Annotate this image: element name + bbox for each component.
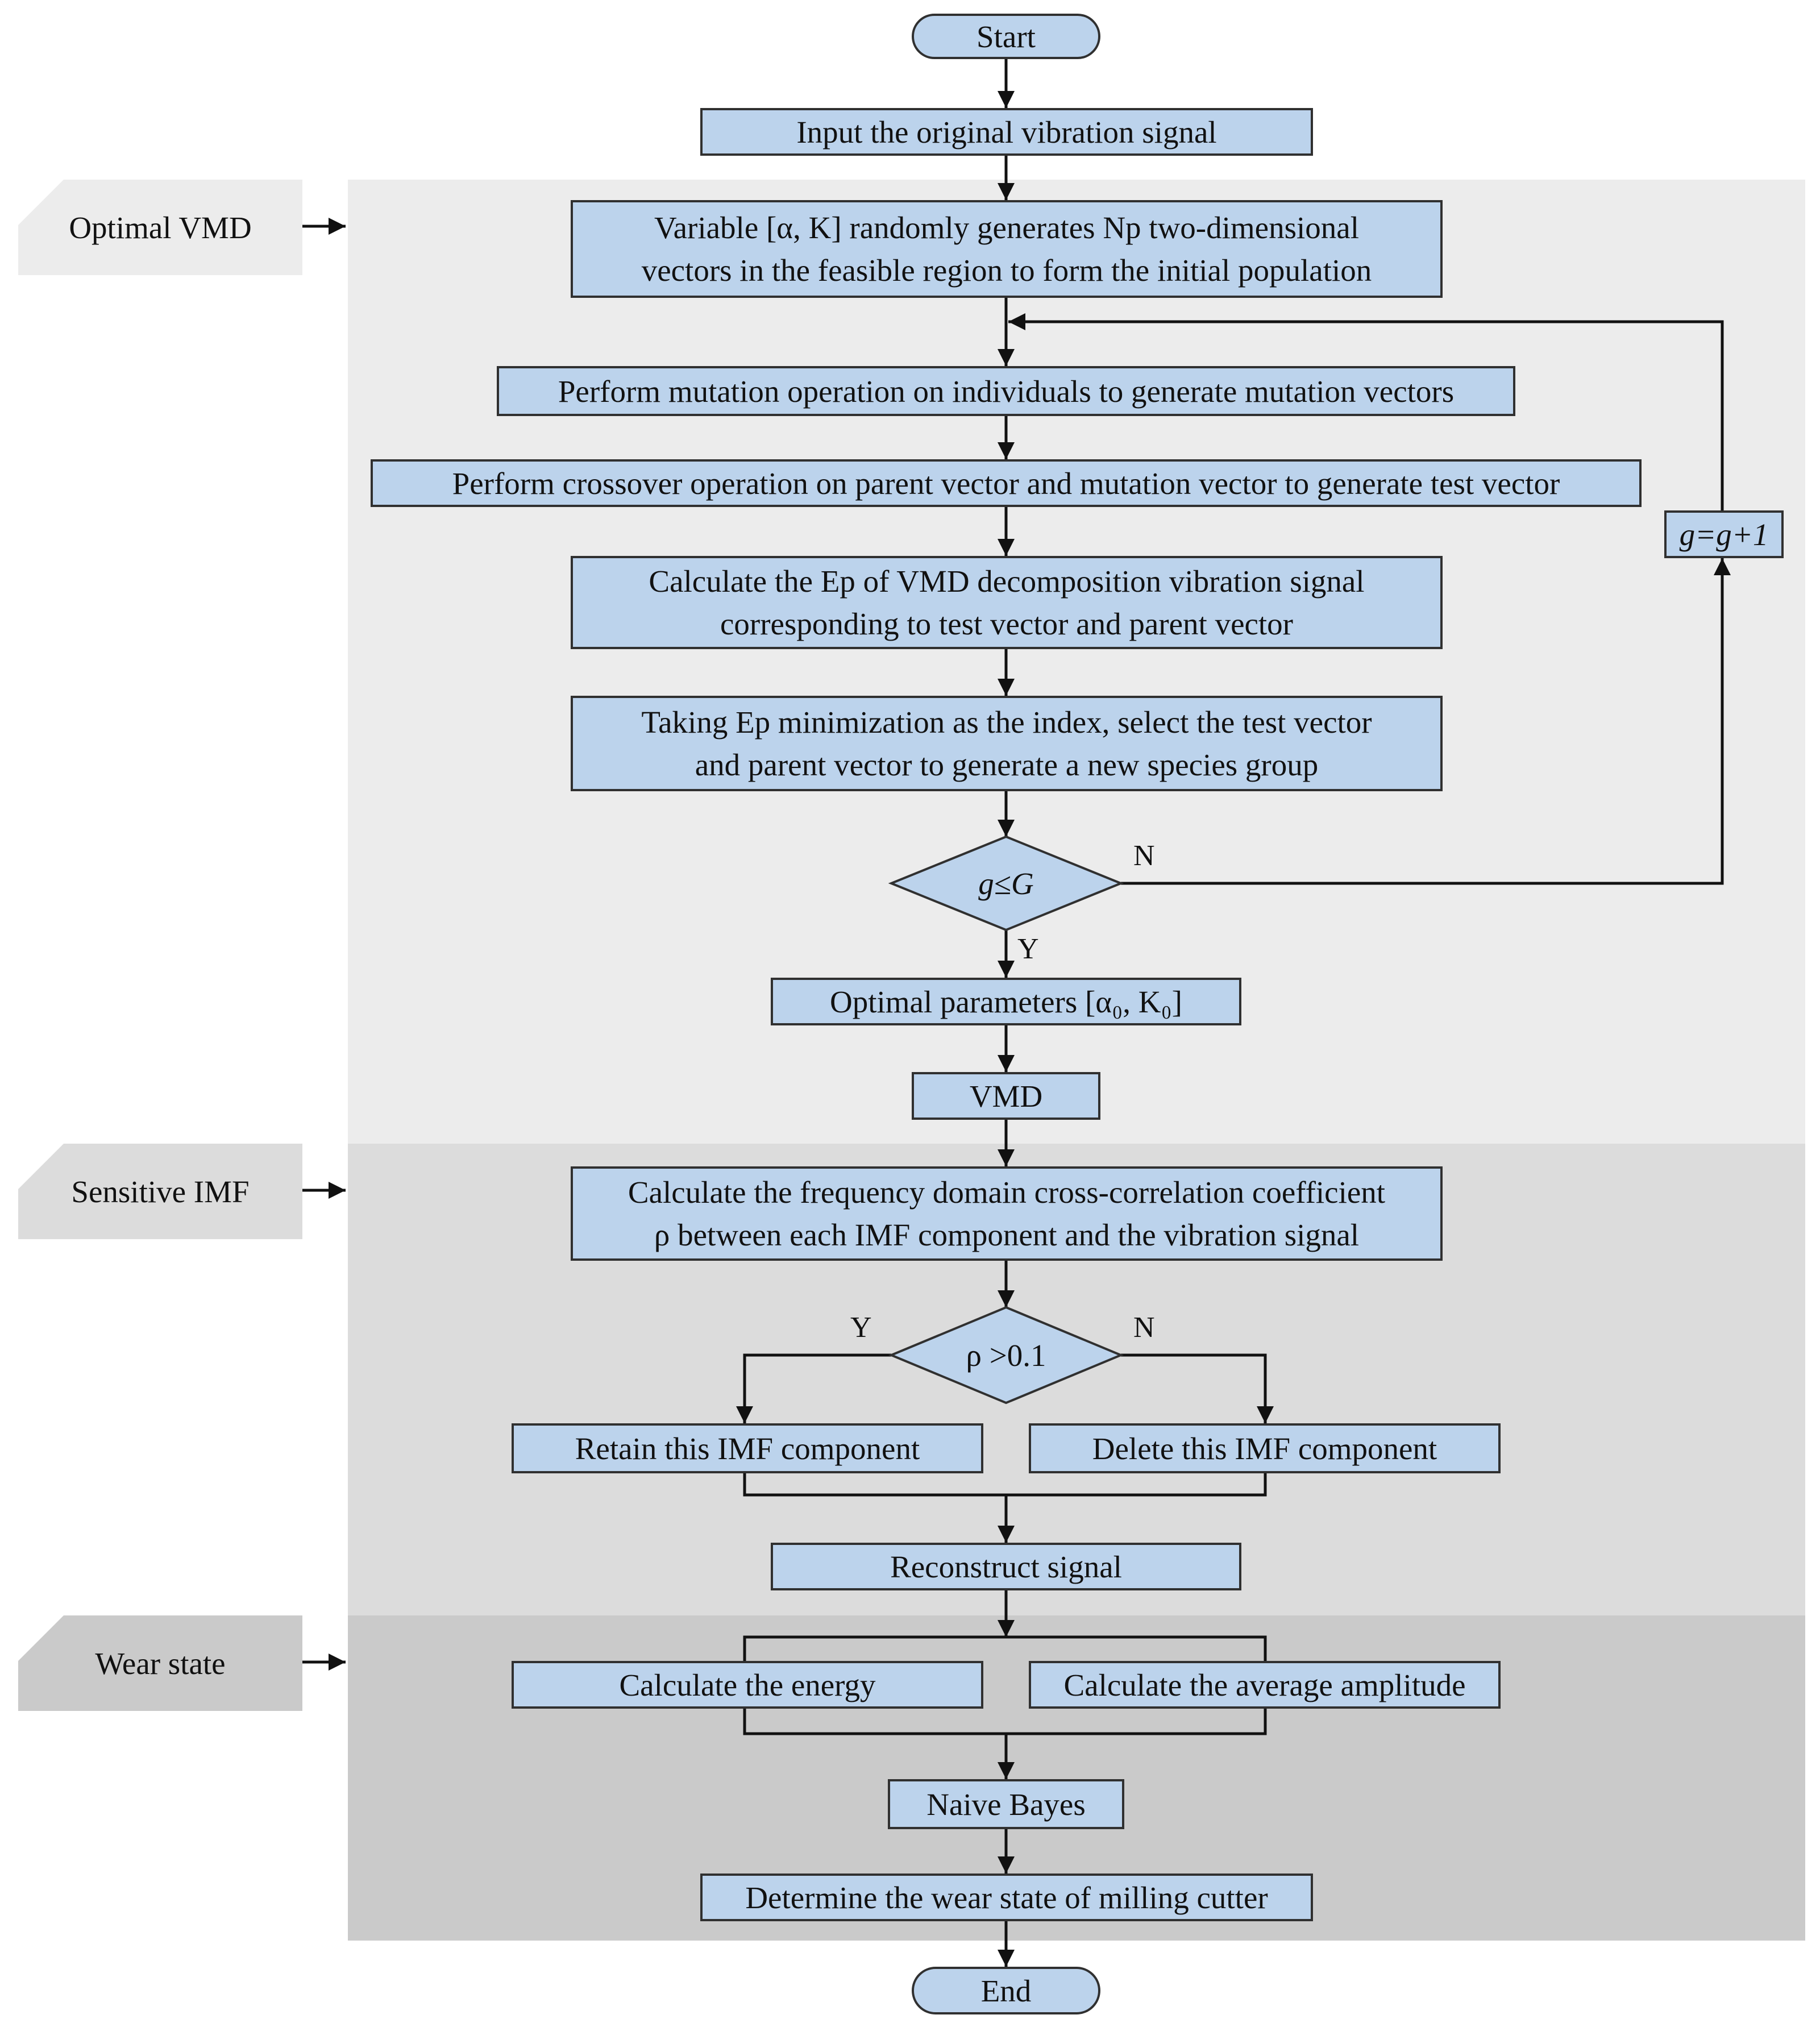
delete-imf-label: Delete this IMF component — [1092, 1431, 1437, 1466]
end-terminal: End — [912, 1967, 1100, 2014]
calc-amplitude-label: Calculate the average amplitude — [1063, 1667, 1466, 1702]
select-group-box: Taking Ep minimization as the index, sel… — [571, 696, 1443, 791]
section-tab-sensitive-imf: Sensitive IMF — [18, 1144, 302, 1239]
section-label: Optimal VMD — [69, 210, 252, 245]
crossover-box: Perform crossover operation on parent ve… — [371, 459, 1642, 507]
retain-imf-box: Retain this IMF component — [512, 1423, 983, 1473]
section-tab-wear-state: Wear state — [18, 1615, 302, 1711]
select-group-line-2: and parent vector to generate a new spec… — [695, 747, 1319, 782]
end-label: End — [980, 1973, 1032, 2008]
section-label: Wear state — [95, 1646, 226, 1681]
g-yes-label: Y — [1017, 933, 1039, 965]
optimal-params-label: Optimal parameters [α₀, K₀] — [829, 984, 1182, 1019]
crossover-label: Perform crossover operation on parent ve… — [452, 466, 1560, 501]
rho-yes-label: Y — [850, 1311, 872, 1344]
vmd-label: VMD — [969, 1078, 1043, 1114]
naive-bayes-box: Naive Bayes — [888, 1779, 1124, 1829]
decision-g-label: g≤G — [978, 866, 1034, 901]
g-no-label: N — [1133, 840, 1155, 872]
increment-g-box: g=g+1 — [1664, 510, 1784, 558]
increment-g-label: g=g+1 — [1679, 517, 1769, 552]
init-population-line-2: vectors in the feasible region to form t… — [641, 253, 1372, 288]
vmd-box: VMD — [912, 1072, 1100, 1120]
decision-rho-shape — [888, 1306, 1124, 1405]
determine-wear-box: Determine the wear state of milling cutt… — [700, 1874, 1313, 1921]
reconstruct-label: Reconstruct signal — [890, 1549, 1122, 1584]
naive-bayes-label: Naive Bayes — [926, 1787, 1086, 1822]
select-group-line-1: Taking Ep minimization as the index, sel… — [641, 705, 1372, 740]
delete-imf-box: Delete this IMF component — [1029, 1423, 1501, 1473]
calc-ep-box: Calculate the Ep of VMD decomposition vi… — [571, 556, 1443, 649]
input-signal-label: Input the original vibration signal — [796, 114, 1217, 149]
decision-g-shape — [888, 835, 1124, 932]
cross-correlation-line-1: Calculate the frequency domain cross-cor… — [628, 1175, 1386, 1210]
start-label: Start — [977, 19, 1036, 54]
calc-amplitude-box: Calculate the average amplitude — [1029, 1661, 1501, 1709]
cross-correlation-box: Calculate the frequency domain cross-cor… — [571, 1166, 1443, 1261]
mutation-box: Perform mutation operation on individual… — [497, 366, 1515, 416]
init-population-box: Variable [α, K] randomly generates Np tw… — [571, 200, 1443, 298]
calc-ep-line-1: Calculate the Ep of VMD decomposition vi… — [649, 564, 1365, 599]
calc-ep-line-2: corresponding to test vector and parent … — [720, 607, 1293, 641]
input-signal-box: Input the original vibration signal — [700, 108, 1313, 156]
optimal-params-box: Optimal parameters [α₀, K₀] — [771, 978, 1241, 1025]
cross-correlation-line-2: ρ between each IMF component and the vib… — [654, 1218, 1360, 1252]
start-terminal: Start — [912, 14, 1100, 59]
section-tab-optimal-vmd: Optimal VMD — [18, 180, 302, 275]
retain-imf-label: Retain this IMF component — [575, 1431, 920, 1466]
calc-energy-box: Calculate the energy — [512, 1661, 983, 1709]
init-population-line-1: Variable [α, K] randomly generates Np tw… — [654, 210, 1359, 245]
rho-no-label: N — [1133, 1311, 1155, 1344]
mutation-label: Perform mutation operation on individual… — [558, 373, 1455, 409]
decision-rho-label: ρ >0.1 — [966, 1337, 1046, 1373]
determine-wear-label: Determine the wear state of milling cutt… — [745, 1880, 1268, 1915]
calc-energy-label: Calculate the energy — [619, 1667, 876, 1702]
section-label: Sensitive IMF — [71, 1174, 250, 1209]
reconstruct-box: Reconstruct signal — [771, 1543, 1241, 1590]
